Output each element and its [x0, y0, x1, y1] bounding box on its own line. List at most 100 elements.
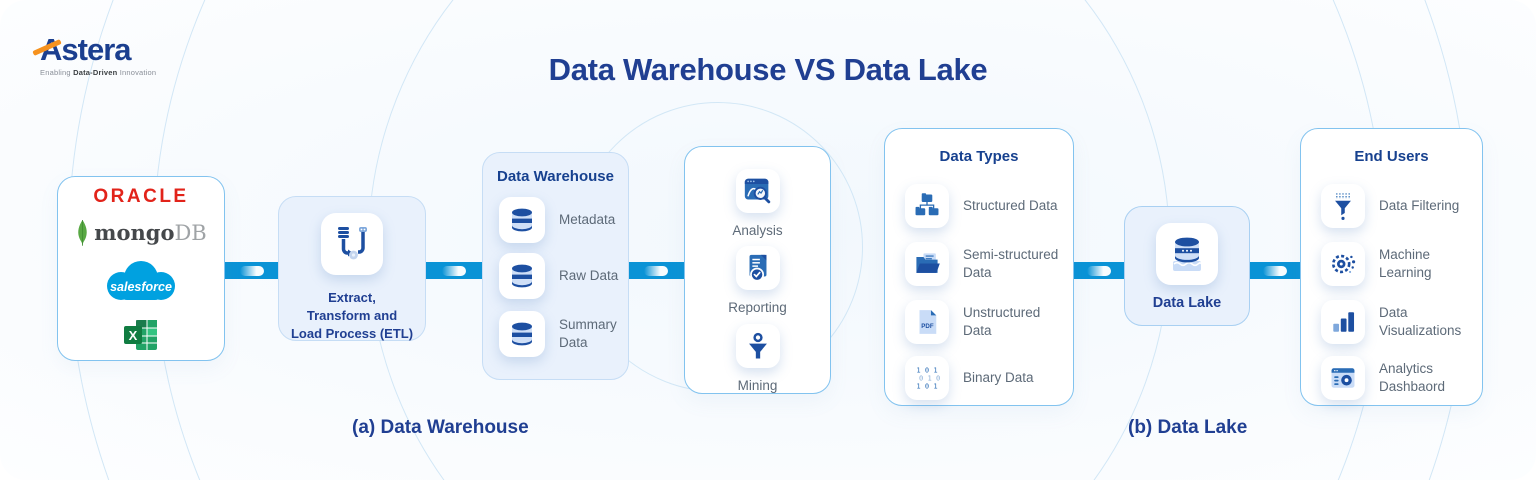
- page-title: Data Warehouse VS Data Lake: [548, 52, 988, 87]
- data-warehouse-box: Data Warehouse Metadata: [482, 152, 629, 380]
- svg-text:PDF: PDF: [921, 323, 934, 330]
- process-label: Reporting: [728, 300, 787, 315]
- data-filtering-icon-tile: [1321, 184, 1365, 228]
- enduser-row-dashboard: Analytics Dashbaord: [1321, 356, 1479, 400]
- data-lake-icon-tile: [1156, 223, 1218, 285]
- warehouse-row-summarydata: Summary Data: [499, 311, 627, 357]
- semi-structured-data-icon-tile: [905, 242, 949, 286]
- database-icon-tile: [499, 197, 545, 243]
- warehouse-row-rawdata: Raw Data: [499, 253, 618, 299]
- enduser-label: Data Filtering: [1379, 198, 1460, 214]
- pipe-datatypes-lake: [1073, 262, 1124, 279]
- analysis-icon: [744, 178, 770, 204]
- semi-structured-data-icon: [916, 253, 940, 273]
- mining-icon-tile: [735, 324, 780, 368]
- data-types-box: Data Types Structured Data: [884, 128, 1074, 406]
- analytics-dashboard-icon-tile: [1321, 356, 1365, 400]
- astera-tagline: Enabling Data-Driven Innovation: [40, 68, 157, 77]
- svg-text:1 0 1: 1 0 1: [916, 366, 937, 375]
- svg-text:X: X: [129, 328, 138, 343]
- warehouse-item-label: Raw Data: [559, 268, 619, 284]
- data-visualizations-icon-tile: [1321, 300, 1365, 344]
- process-label: Analysis: [732, 223, 783, 238]
- binary-data-icon-tile: 1 0 1 0 1 0 1 0 1: [905, 356, 949, 400]
- end-users-box: End Users Data Filtering: [1300, 128, 1483, 406]
- data-lake-label: Data Lake: [1152, 295, 1222, 311]
- svg-text:salesforce: salesforce: [110, 280, 172, 294]
- etl-icon-tile: [321, 213, 383, 275]
- pipe-sources-etl: [225, 262, 278, 279]
- pipe-lake-endusers: [1249, 262, 1300, 279]
- etl-pipeline-icon: [338, 227, 367, 260]
- etl-box: Extract, Transform and Load Process (ETL…: [278, 196, 426, 341]
- astera-logo: Astera Enabling Data-Driven Innovation: [32, 32, 230, 77]
- caption-data-warehouse: (a) Data Warehouse: [352, 417, 529, 438]
- enduser-label: Data Visualizations: [1379, 305, 1462, 338]
- analytics-dashboard-icon: [1331, 368, 1355, 388]
- data-lake-icon: [1173, 237, 1201, 271]
- mongodb-leaf-icon: [78, 219, 88, 246]
- warehouse-item-label: Summary Data: [559, 317, 617, 350]
- pipe-glow-icon: [239, 265, 264, 276]
- data-filtering-icon: [1335, 193, 1351, 220]
- datatype-row-structured: Structured Data: [905, 184, 1058, 228]
- database-icon-tile: [499, 311, 545, 357]
- svg-text:1 0 1: 1 0 1: [916, 382, 937, 391]
- datatype-row-unstructured: PDF Unstructured Data: [905, 300, 1068, 344]
- mongodb-logo: mongoDB: [75, 219, 207, 247]
- enduser-row-visualizations: Data Visualizations: [1321, 300, 1482, 344]
- pipe-glow-icon: [441, 265, 466, 276]
- warehouse-row-metadata: Metadata: [499, 197, 615, 243]
- process-mining: Mining: [685, 324, 830, 395]
- bar-chart-icon: [1333, 312, 1355, 332]
- pipe-etl-warehouse: [425, 262, 482, 279]
- binary-digits-icon: 1 0 1 0 1 0 1 0 1: [916, 366, 940, 391]
- oracle-logo: ORACLE: [93, 185, 189, 207]
- pipe-warehouse-processes: [628, 262, 684, 279]
- machine-learning-icon-tile: [1321, 242, 1365, 286]
- datatype-label: Unstructured Data: [963, 305, 1041, 338]
- mining-funnel-icon: [748, 332, 767, 359]
- datatype-label: Semi-structured Data: [963, 247, 1059, 280]
- enduser-row-ml: Machine Learning: [1321, 242, 1479, 286]
- datatype-label: Binary Data: [963, 370, 1034, 386]
- reporting-icon-tile: [735, 246, 780, 290]
- analysis-icon-tile: [735, 169, 780, 213]
- database-icon: [512, 208, 532, 232]
- astera-name-text: Astera: [40, 32, 131, 67]
- etl-label: Extract, Transform and Load Process (ETL…: [290, 290, 414, 342]
- data-types-box-title: Data Types: [939, 148, 1019, 165]
- database-icon-tile: [499, 253, 545, 299]
- database-icon: [512, 322, 532, 346]
- reporting-icon: [749, 254, 766, 282]
- svg-text:0 1 0: 0 1 0: [919, 374, 940, 383]
- astera-wordmark: Astera: [32, 32, 230, 67]
- datatype-label: Structured Data: [963, 198, 1058, 214]
- caption-data-lake: (b) Data Lake: [1128, 417, 1248, 438]
- process-reporting: Reporting: [685, 246, 830, 317]
- unstructured-data-icon-tile: PDF: [905, 300, 949, 344]
- data-sources-box: ORACLE mongoDB salesforce: [57, 176, 225, 361]
- process-label: Mining: [737, 378, 778, 393]
- structured-data-icon-tile: [905, 184, 949, 228]
- process-analysis: Analysis: [685, 169, 830, 240]
- pdf-file-icon: PDF: [919, 310, 937, 334]
- machine-learning-icon: [1331, 254, 1356, 274]
- enduser-label: Analytics Dashbaord: [1379, 361, 1446, 394]
- pipe-glow-icon: [1086, 265, 1111, 276]
- structured-data-icon: [915, 193, 939, 216]
- enduser-row-filtering: Data Filtering: [1321, 184, 1459, 228]
- data-warehouse-box-title: Data Warehouse: [497, 168, 614, 185]
- salesforce-logo: salesforce: [107, 260, 175, 300]
- database-icon: [512, 264, 532, 288]
- enduser-label: Machine Learning: [1379, 247, 1432, 280]
- excel-logo: X: [124, 319, 157, 350]
- datatype-row-semistructured: Semi-structured Data: [905, 242, 1073, 286]
- warehouse-item-label: Metadata: [559, 212, 616, 228]
- datatype-row-binary: 1 0 1 0 1 0 1 0 1 Binary Data: [905, 356, 1034, 400]
- pipe-glow-icon: [644, 265, 668, 276]
- end-users-box-title: End Users: [1354, 148, 1429, 165]
- pipe-glow-icon: [1262, 265, 1287, 276]
- data-lake-box: Data Lake: [1124, 206, 1250, 326]
